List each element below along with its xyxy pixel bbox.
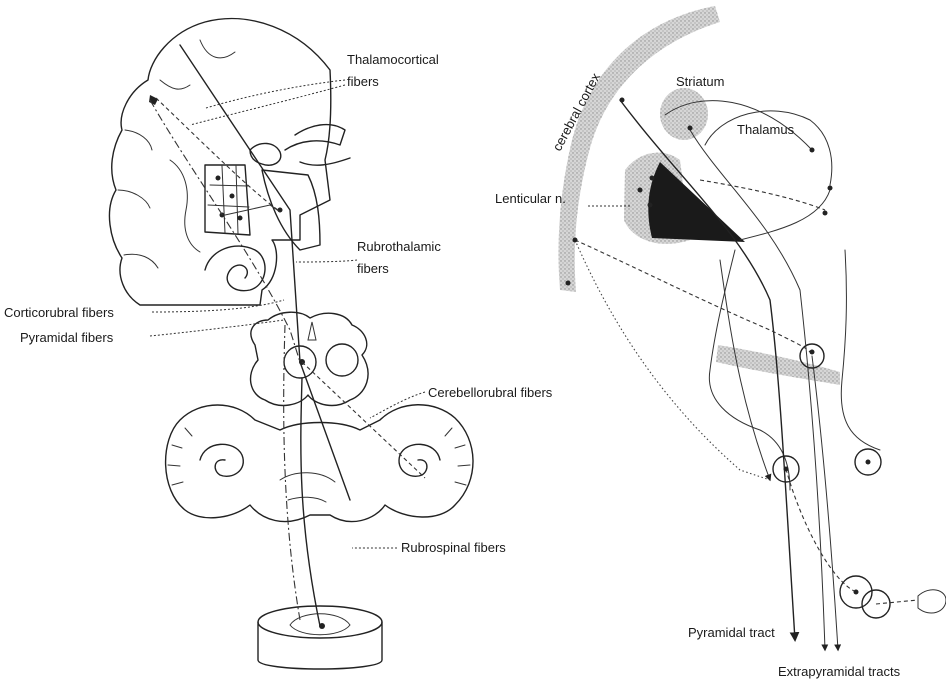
corticorubral-label: Corticorubral fibers bbox=[4, 305, 114, 320]
right-panel: cerebral cortex Striatum Thalamus Lentic… bbox=[495, 6, 946, 679]
pyramidal-tract-label: Pyramidal tract bbox=[688, 625, 775, 640]
left-leaders bbox=[150, 80, 425, 548]
left-panel: Thalamocortical fibers Rubrothalamic fib… bbox=[4, 19, 553, 669]
cerebral-hemisphere bbox=[109, 19, 350, 305]
rubrothalamic-label-line2: fibers bbox=[357, 261, 389, 276]
rubrospinal-label: Rubrospinal fibers bbox=[401, 540, 506, 555]
brainstem-outline bbox=[709, 250, 946, 618]
lenticular-label: Lenticular n. bbox=[495, 191, 566, 206]
cerebral-cortex-band bbox=[559, 6, 721, 292]
lenticular-black-wedge bbox=[648, 162, 745, 242]
striatum-label: Striatum bbox=[676, 74, 724, 89]
fiber-pathways bbox=[150, 45, 425, 626]
cerebellum-section bbox=[166, 405, 473, 522]
extrapyramidal-tracts-label: Extrapyramidal tracts bbox=[778, 664, 901, 679]
pyramidal-fibers-label: Pyramidal fibers bbox=[20, 330, 114, 345]
cerebellorubral-label: Cerebellorubral fibers bbox=[428, 385, 553, 400]
thalamocortical-label-line2: fibers bbox=[347, 74, 379, 89]
spinal-cord-section bbox=[258, 606, 382, 669]
midbrain-section bbox=[251, 312, 368, 405]
thalamus-label: Thalamus bbox=[737, 122, 795, 137]
thalamocortical-label-line1: Thalamocortical bbox=[347, 52, 439, 67]
rubrothalamic-label-line1: Rubrothalamic bbox=[357, 239, 441, 254]
